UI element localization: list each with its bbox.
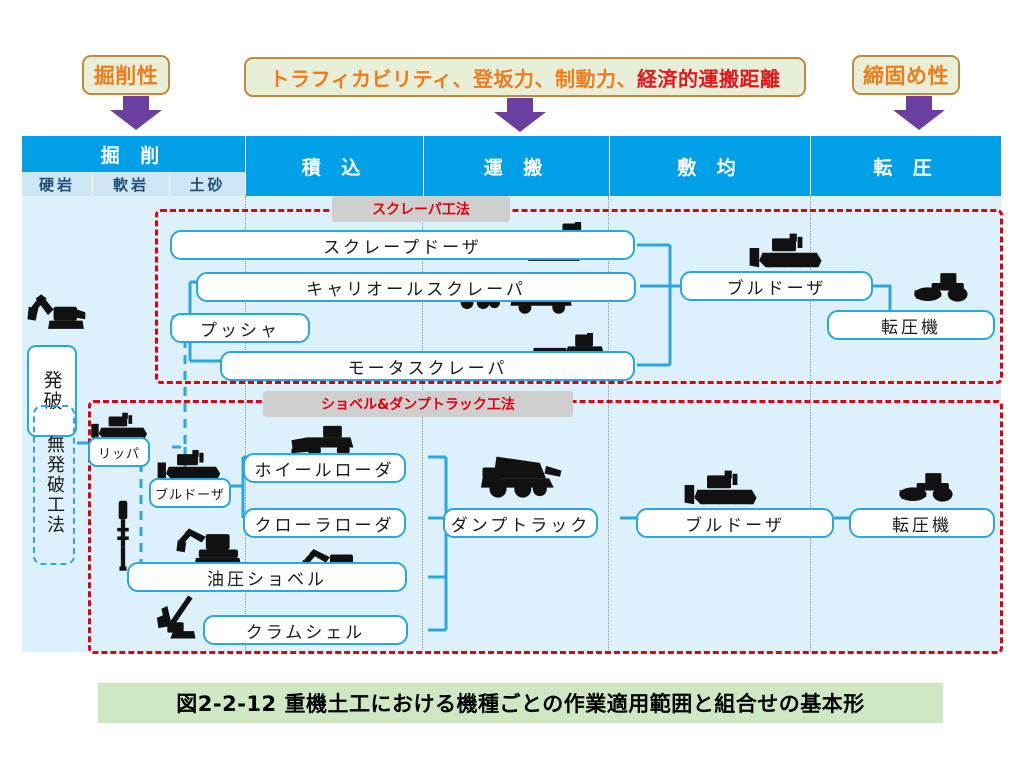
equipment-icon-breaker [113,495,133,575]
machine-box-muhappa-kouhou: 無発破工法 [33,405,75,565]
header-sub-hard-rock: 硬岩 [22,172,92,196]
criteria-label-text: トラフィカビリティ、登坂力、制動力、 [269,66,637,91]
header-group-label: 掘 削 [100,144,167,167]
machine-box-label: 転圧機 [892,515,952,536]
equipment-icon-clamshell-icon [148,592,200,642]
machine-box-label: モータスクレーパ [347,358,508,379]
criteria-label-accent-text: 経済的運搬距離 [636,66,781,91]
machine-box-crawler-loader: クローラローダ [243,508,406,538]
header-group-excavation: 掘 削 [22,136,245,172]
machine-box-label: ホイールローダ [254,460,395,481]
header-group-compaction: 転 圧 [811,136,1001,196]
machine-box-motor-scraper: モータスクレーパ [220,351,635,381]
header-group-loading: 積 込 [246,136,423,196]
equipment-icon-roller-icon-top [913,269,975,307]
machine-box-pusher: プッシャ [170,313,310,343]
machine-box-compactor-top: 転圧機 [827,310,995,340]
column-divider [245,196,246,652]
machine-box-bulldozer-spread-top: ブルドーザ [680,271,873,301]
machine-box-label: キャリオールスクレーパ [306,279,526,300]
criteria-label-compactability: 締固め性 [852,55,960,95]
machine-box-label: プッシャ [200,320,280,341]
group-outline-scraper-method [155,209,1003,384]
equipment-icon-drill-jumbo [26,288,88,338]
equipment-icon-roller-icon-bottom [898,469,960,507]
machine-box-wheel-loader: ホイールローダ [243,453,406,483]
machine-box-label: 無発破工法 [44,435,65,535]
equipment-icon-dump-truck-icon [478,452,566,500]
machine-box-dump-truck: ダンプトラック [443,508,598,538]
header-group-spreading: 敷 均 [610,136,810,196]
machine-box-label: ブルドーザ [726,278,827,299]
machine-box-hydraulic-shovel: 油圧ショベル [127,562,407,592]
header-sub-label: 軟岩 [112,175,149,194]
machine-box-label: 油圧ショベル [207,569,327,590]
header-sub-label: 土砂 [189,175,226,194]
machine-box-ripper: リッパ [88,437,150,467]
header-group-label: 転 圧 [873,156,939,179]
column-divider [422,196,423,652]
criteria-label-text: 締固め性 [863,64,949,88]
header-sub-label: 硬岩 [38,175,75,194]
machine-box-scrape-dozer: スクレープドーザ [170,230,635,260]
criteria-label-text: 掘削性 [93,64,159,88]
criteria-label-excavability: 掘削性 [82,55,170,95]
column-divider [608,196,609,652]
machine-box-label: リッパ [97,446,140,462]
machine-box-label: 発破 [40,370,63,412]
diagram-canvas: 発破無発破工法リッパブルドーザスクレープドーザキャリオールスクレーパプッシャモー… [22,196,1003,654]
header-group-label: 積 込 [301,156,368,179]
machine-box-label: 転圧機 [881,317,941,338]
machine-box-carryall-scraper: キャリオールスクレーパ [196,272,636,302]
machine-box-bulldozer-load: ブルドーザ [149,478,231,508]
method-tab-label: ショベル&ダンプトラック工法 [321,397,515,413]
figure-caption: 図2-2-12 重機土工における機種ごとの作業適用範囲と組合せの基本形 [98,683,943,723]
machine-box-label: クローラローダ [254,515,395,536]
machine-box-happa: 発破 [27,345,77,437]
arrow-down-icon-excavability [110,96,162,130]
machine-box-label: クラムシェル [245,622,366,643]
equipment-icon-dozer-icon-bottom [683,470,763,508]
machine-box-compactor-bottom: 転圧機 [849,508,995,538]
header-group-hauling: 運 搬 [424,136,609,196]
column-divider [810,196,811,652]
method-tab-shovel-dump: ショベル&ダンプトラック工法 [263,391,573,417]
arrow-down-icon-trafficability [494,98,546,132]
machine-box-bulldozer-spread-bottom: ブルドーザ [636,508,834,538]
header-sub-soil: 土砂 [170,172,245,196]
machine-box-label: ダンプトラック [450,515,591,536]
equipment-icon-bulldozer-icon-load [155,450,227,482]
method-tab-scraper: スクレーパ工法 [332,196,510,222]
machine-box-label: ブルドーザ [685,515,785,536]
header-sub-soft-rock: 軟岩 [93,172,169,196]
figure-caption-text: 図2-2-12 重機土工における機種ごとの作業適用範囲と組合せの基本形 [176,692,865,716]
equipment-icon-dozer-icon-top [748,233,828,271]
machine-box-label: スクレープドーザ [323,237,482,258]
header-group-label: 敷 均 [677,156,743,179]
machine-box-label: ブルドーザ [155,487,225,503]
machine-box-clamshell: クラムシェル [203,615,408,645]
method-tab-label: スクレーパ工法 [372,202,470,218]
arrow-down-icon-compactability [893,96,945,130]
header-group-label: 運 搬 [483,156,550,179]
criteria-label-trafficability: トラフィカビリティ、登坂力、制動力、経済的運搬距離 [244,57,806,97]
